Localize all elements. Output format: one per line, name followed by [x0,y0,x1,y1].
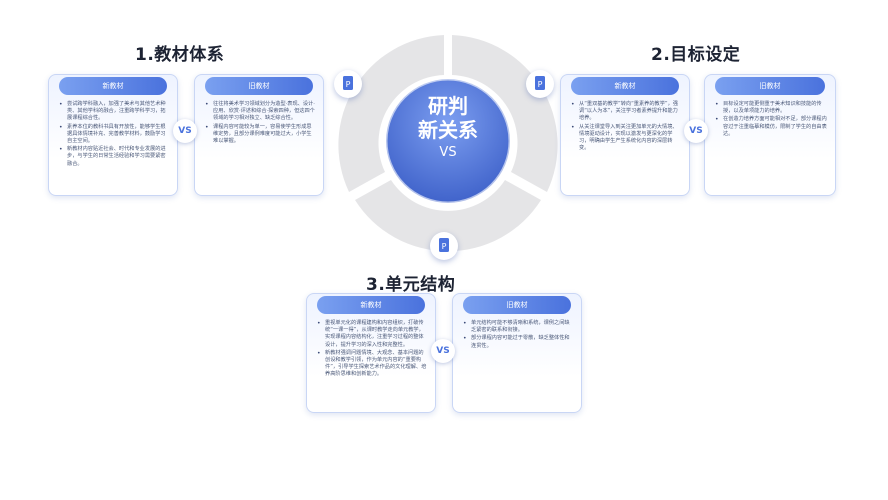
center-circle [386,79,510,203]
section-1-new-card: 新教材 尝试跨学科融入，加强了美术与其他艺术种类、其他学科的融合，注重跨学科学习… [48,74,178,196]
list-item: 尝试跨学科融入，加强了美术与其他艺术种类、其他学科的融合，注重跨学科学习，拓展课… [59,101,169,123]
vs-icon: VS [684,119,708,143]
list-item: 往往将美术学习领域划分为造型·表现、设计·应用、欣赏·评述和综合·探索四种，但这… [205,101,315,123]
section-2-title: 2.目标设定 [651,45,741,65]
center-vs: VS [439,145,457,160]
card-label: 新教材 [317,296,425,314]
list-item: 单元结构可能不够清晰和系统，课例之间缺乏紧密的联系和衔接。 [463,320,573,334]
vs-icon: VS [173,119,197,143]
section-1-title: 1.教材体系 [135,45,225,65]
section-2-new-card: 新教材 从“重双基的教学”转向“重素养的教学”，强调“以人为本”，关注学习者素养… [560,74,690,196]
card-body: 重视单元化的课程建构和内容组织，打破传统“一课一得”，从课时教学走向单元教学，实… [317,320,427,406]
list-item: 目标设定可能更侧重于美术知识和技能的传授，以及单项能力的培养。 [715,101,827,115]
document-p-icon: P [334,70,362,98]
ring-segment-top-left [338,35,444,192]
svg-text:P: P [442,242,447,251]
center-title: 研判 新关系 VS [393,94,503,162]
section-3-old-card: 旧教材 单元结构可能不够清晰和系统，课例之间缺乏紧密的联系和衔接。 部分课程内容… [452,293,582,413]
card-label: 旧教材 [715,77,825,95]
card-label: 旧教材 [463,296,571,314]
card-label: 旧教材 [205,77,313,95]
card-label: 新教材 [571,77,679,95]
svg-text:P: P [346,80,351,89]
vs-icon: VS [431,339,455,363]
list-item: 素养本位的教科书具有开放性，能够学生根据具体情境补充、完善教学材料，鼓励学习自主… [59,124,169,146]
document-p-icon: P [430,232,458,260]
ring-segment-bottom [355,180,541,252]
section-2-old-card: 旧教材 目标设定可能更侧重于美术知识和技能的传授，以及单项能力的培养。 在创造力… [704,74,836,196]
card-body: 从“重双基的教学”转向“重素养的教学”，强调“以人为本”，关注学习者素养提升和能… [571,101,681,189]
list-item: 新教材内容贴近社会、时代和专业发展的进步，与学生的日常生活经验和学习需要紧密融合… [59,146,169,168]
list-item: 新教材强调问题情境、大观念、基本问题的创设和教学引领，作为单元内容的“重要构件”… [317,350,427,379]
center-line-2: 新关系 [418,118,478,142]
list-item: 部分课程内容可能过于零散，缺乏整体性和连贯性。 [463,335,573,349]
card-body: 往往将美术学习领域划分为造型·表现、设计·应用、欣赏·评述和综合·探索四种，但这… [205,101,315,189]
card-body: 尝试跨学科融入，加强了美术与其他艺术种类、其他学科的融合，注重跨学科学习，拓展课… [59,101,169,189]
list-item: 课程内容可能较为单一，容易使学生形成思维定势，且部分课例难度可能过大，小学生难以… [205,124,315,146]
center-line-1: 研判 [428,94,468,118]
list-item: 从关注课堂导入到关注更加单元的大情境、情境驱动设计，实现以激发与更深化的学习，明… [571,124,681,153]
document-p-icon: P [526,70,554,98]
list-item: 从“重双基的教学”转向“重素养的教学”，强调“以人为本”，关注学习者素养提升和能… [571,101,681,123]
card-body: 目标设定可能更侧重于美术知识和技能的传授，以及单项能力的培养。 在创造力培养方面… [715,101,827,189]
card-body: 单元结构可能不够清晰和系统，课例之间缺乏紧密的联系和衔接。 部分课程内容可能过于… [463,320,573,406]
section-1-old-card: 旧教材 往往将美术学习领域划分为造型·表现、设计·应用、欣赏·评述和综合·探索四… [194,74,324,196]
section-3-title: 3.单元结构 [366,275,456,295]
list-item: 重视单元化的课程建构和内容组织，打破传统“一课一得”，从课时教学走向单元教学，实… [317,320,427,349]
list-item: 在创造力培养方面可能相对不足，部分课程内容过于注重临摹和模仿，限制了学生的自由表… [715,116,827,138]
svg-text:P: P [538,80,543,89]
card-label: 新教材 [59,77,167,95]
section-3-new-card: 新教材 重视单元化的课程建构和内容组织，打破传统“一课一得”，从课时教学走向单元… [306,293,436,413]
